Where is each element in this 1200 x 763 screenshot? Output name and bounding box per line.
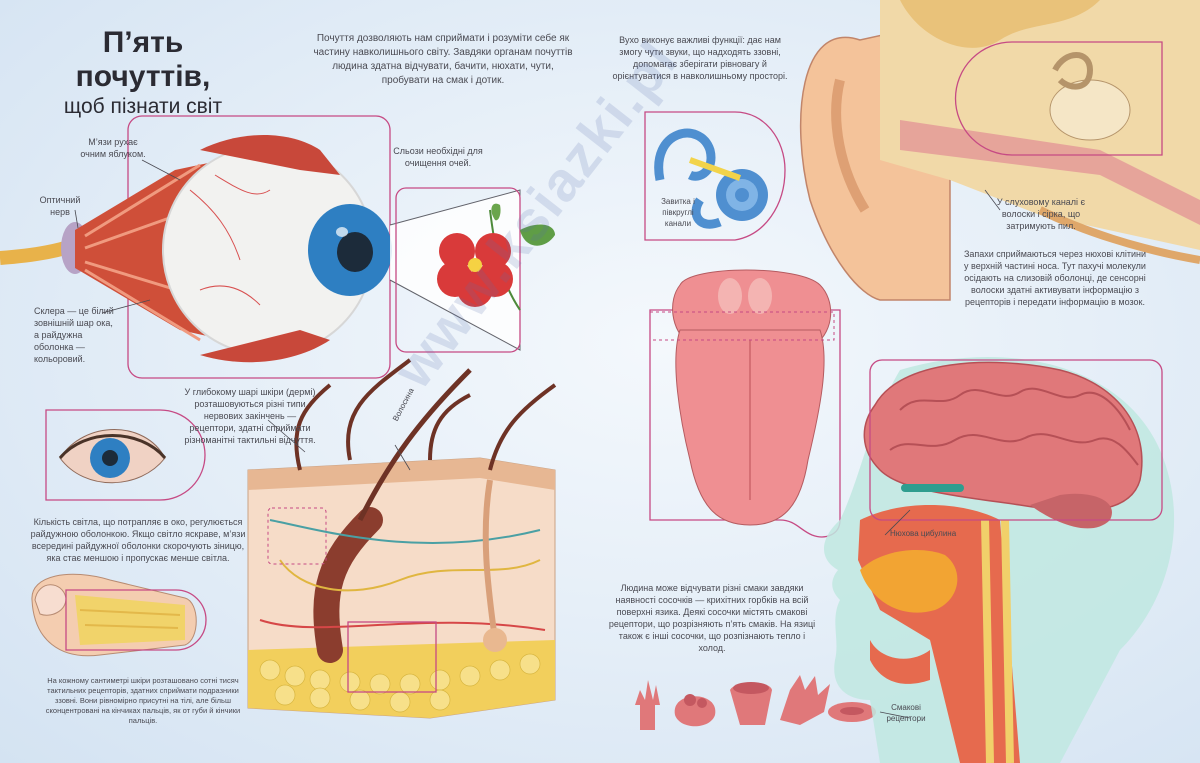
skin-receptors-label: У глибокому шарі шкіри (дермі) розташову… — [184, 387, 316, 445]
ear-canal-label: У слуховому каналі є волоски і сірка, що… — [996, 197, 1086, 231]
eye-muscle-label: М’язи рухає очним яблуком. — [80, 137, 146, 159]
title-line-1: П’ять почуттів, — [75, 26, 211, 93]
skin-cross-section — [247, 358, 557, 719]
ear-illustration — [799, 0, 1200, 301]
smell-text: Запахи сприймаються через нюхові клітини… — [963, 249, 1147, 307]
intro-text: Почуття дозволяють нам сприймати і розум… — [313, 33, 573, 86]
tears-label: Сльози необхідні для очищення очей. — [393, 146, 483, 168]
cochlea-label: Завитка і півкруглі канали — [661, 197, 695, 228]
pupil-text: Кількість світла, що потрапляє в око, ре… — [30, 517, 246, 563]
taste-receptors-label: Смакові рецептори — [886, 703, 926, 723]
page-title: П’ять почуттів, щоб пізнати світ — [38, 26, 248, 120]
olfactory-bulb-label: Нюхова цибулина — [890, 529, 957, 538]
sclera-label: Склера — це білий зовнішній шар ока, а р… — [34, 306, 114, 364]
flower-illustration — [437, 203, 555, 311]
taste-text: Людина може відчувати різні смаки завдяк… — [608, 583, 816, 653]
optic-nerve-label: Оптичний нерв — [39, 195, 81, 217]
finger-illustration — [31, 573, 207, 657]
cochlea-illustration — [644, 111, 786, 241]
tongue-illustration — [649, 269, 841, 538]
pointer-lines — [74, 159, 1001, 719]
closed-eye-illustration — [45, 409, 206, 501]
ear-intro-text: Вухо виконує важливі функції: дає нам зм… — [612, 35, 788, 81]
fingertips-text: На кожному сантиметрі шкіри розташовано … — [45, 676, 241, 725]
taste-papillae-row — [635, 675, 876, 730]
title-line-2: щоб пізнати світ — [63, 95, 223, 118]
head-brain-illustration — [824, 356, 1175, 763]
